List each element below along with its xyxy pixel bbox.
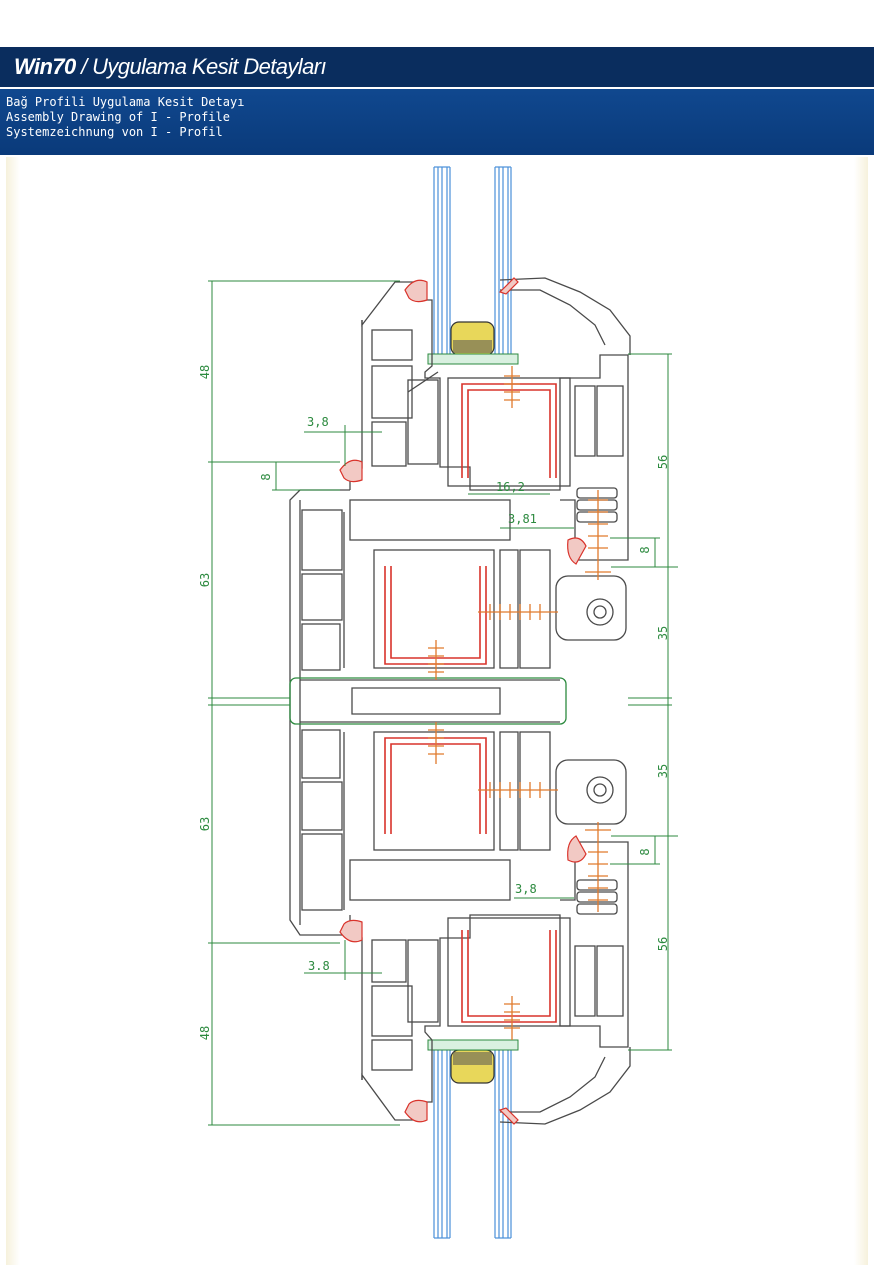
dim-3-8-bottom: 3.8: [308, 959, 330, 973]
dim-3-8-mid: 3,8: [515, 882, 537, 896]
dim-right-56-top: 56: [656, 455, 670, 469]
brand-name: Win70: [14, 54, 76, 79]
gaskets: [339, 277, 587, 1125]
subtitle-tr: Bağ Profili Uygulama Kesit Detayı: [6, 95, 245, 109]
dim-left-48-top: 48: [198, 365, 212, 379]
page-title: Win70 / Uygulama Kesit Detayları: [14, 54, 327, 80]
subtitle-de: Systemzeichnung von I - Profil: [6, 125, 223, 139]
dim-right-35-top: 35: [656, 626, 670, 640]
dim-left-63-top: 63: [198, 573, 212, 587]
dimension-labels: 48 63 63 48 3,8 8 16,2 3,81 56 8 35 35 8…: [198, 365, 670, 1040]
subtitle-en: Assembly Drawing of I - Profile: [6, 110, 230, 124]
glass-panes: [433, 166, 512, 1239]
dimension-lines: [208, 280, 678, 1126]
dim-16-2: 16,2: [496, 480, 525, 494]
header-bar: Win70 / Uygulama Kesit Detayları: [0, 47, 874, 87]
dim-left-63-bottom: 63: [198, 817, 212, 831]
title-separator: /: [81, 54, 87, 79]
dim-3-81: 3,81: [508, 512, 537, 526]
dim-8-left: 8: [259, 473, 273, 480]
dim-right-8-top: 8: [638, 546, 652, 553]
section-title: Uygulama Kesit Detayları: [92, 54, 326, 79]
dim-right-8-bottom: 8: [638, 848, 652, 855]
screws: [428, 366, 611, 1040]
glass-spacers: [427, 321, 519, 1084]
dim-right-35-bottom: 35: [656, 764, 670, 778]
pvc-profiles: [289, 277, 631, 1125]
dim-right-56-bottom: 56: [656, 937, 670, 951]
dim-left-48-bottom: 48: [198, 1026, 212, 1040]
dim-3-8-top: 3,8: [307, 415, 329, 429]
drawing-area: [6, 157, 868, 1265]
